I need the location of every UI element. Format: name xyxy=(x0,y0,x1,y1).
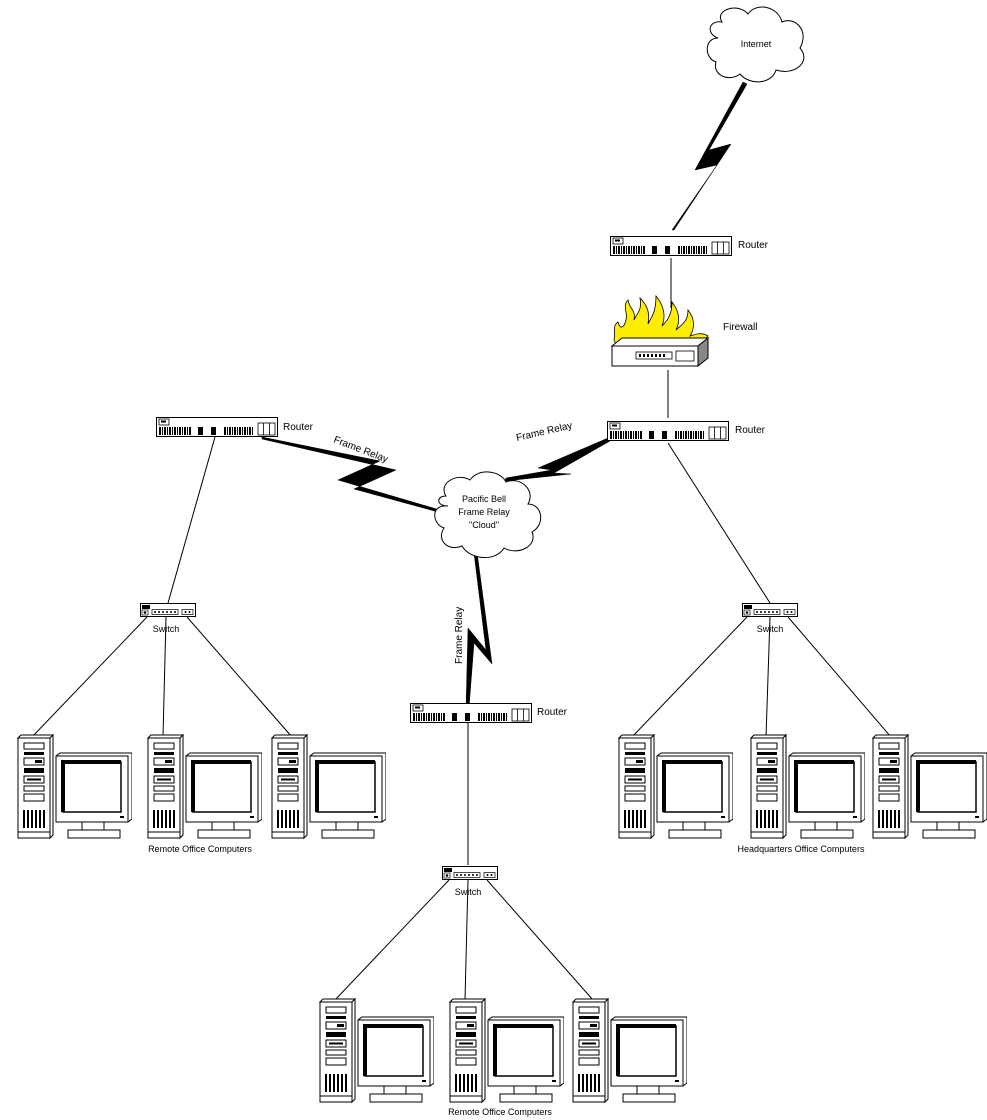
internet-router-label: Router xyxy=(738,240,769,251)
remote-bottom-router xyxy=(410,702,532,724)
computer xyxy=(617,734,733,840)
internet-wan-link xyxy=(671,81,748,231)
internet-label: Internet xyxy=(741,39,772,49)
firewall xyxy=(611,295,709,367)
right-computers-label: Headquarters Office Computers xyxy=(738,844,865,854)
frame-relay-cloud-line3: "Cloud" xyxy=(469,520,499,530)
right-frame-relay-label: Frame Relay xyxy=(515,420,573,444)
right-switch xyxy=(742,603,798,617)
right-frame-relay-bolt xyxy=(504,437,611,482)
hq-router-switch-link xyxy=(667,442,771,604)
computer xyxy=(146,734,262,840)
left-computers-label: Remote Office Computers xyxy=(148,844,252,854)
wan-links xyxy=(261,81,748,709)
computer xyxy=(749,734,865,840)
headquarters-office-computers: Headquarters Office Computers xyxy=(617,734,987,854)
frame-relay-cloud-line1: Pacific Bell xyxy=(462,494,506,504)
computer xyxy=(871,734,987,840)
left-switch xyxy=(140,603,196,617)
left-switch-label: Switch xyxy=(153,624,180,634)
left-router-switch-link xyxy=(167,436,216,604)
network-links xyxy=(31,258,892,1001)
bottom-switch xyxy=(442,866,498,880)
frame-relay-cloud-line2: Frame Relay xyxy=(458,507,510,517)
bottom-switch-label: Switch xyxy=(455,887,482,897)
computer xyxy=(571,998,687,1104)
computer xyxy=(448,998,564,1104)
left-remote-office-computers: Remote Office Computers xyxy=(16,734,386,854)
right-switch-label: Switch xyxy=(757,624,784,634)
internet-router xyxy=(610,235,732,257)
remote-bottom-router-label: Router xyxy=(537,707,568,718)
computer xyxy=(270,734,386,840)
firewall-label: Firewall xyxy=(723,322,757,333)
computer xyxy=(318,998,434,1104)
bottom-computers-label: Remote Office Computers xyxy=(448,1107,552,1117)
hq-router xyxy=(607,420,729,442)
computer xyxy=(16,734,132,840)
bottom-remote-office-computers: Remote Office Computers xyxy=(318,998,687,1117)
bottom-frame-relay-label: Frame Relay xyxy=(454,607,465,664)
bottom-frame-relay-bolt xyxy=(465,536,493,709)
frame-relay-cloud: Pacific Bell Frame Relay "Cloud" xyxy=(434,471,542,558)
remote-left-router-label: Router xyxy=(283,422,314,433)
internet-cloud: Internet xyxy=(706,6,805,83)
remote-left-router xyxy=(156,416,278,438)
hq-router-label: Router xyxy=(735,425,766,436)
